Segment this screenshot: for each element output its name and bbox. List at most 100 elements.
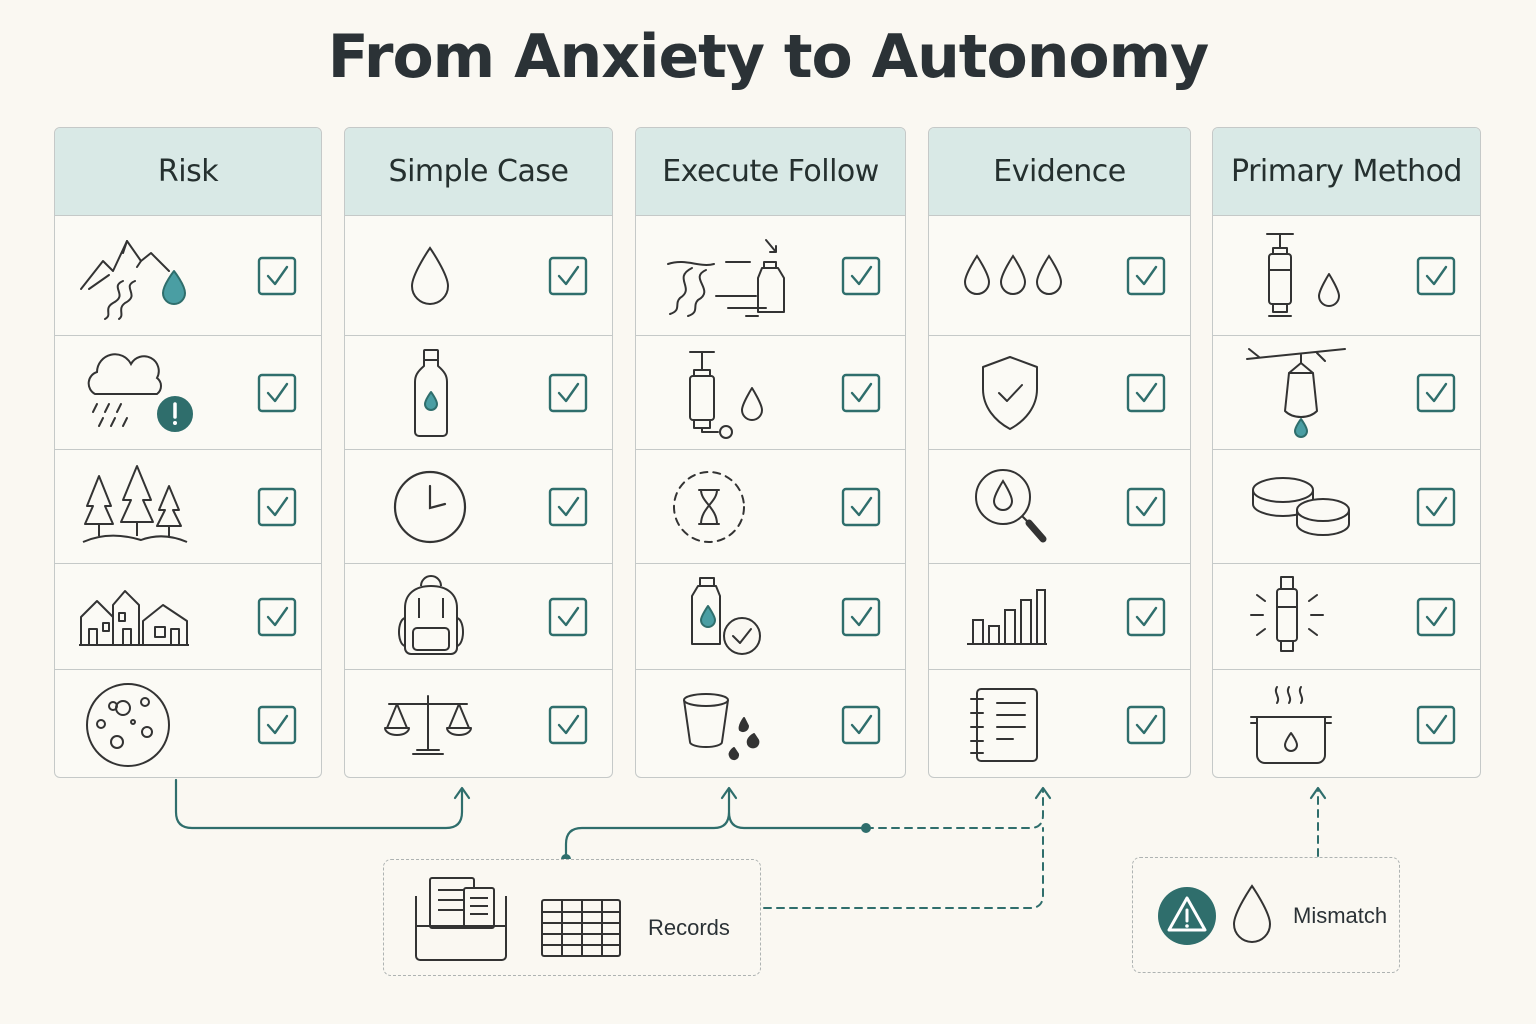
- checkbox-checked-icon[interactable]: [257, 705, 297, 745]
- bar-chart-icon: [967, 589, 1047, 645]
- pine-forest-icon: [82, 465, 188, 543]
- connector-node: [861, 823, 871, 833]
- table-row: [1213, 215, 1480, 336]
- notebook-icon: [970, 688, 1038, 762]
- checkbox-checked-icon[interactable]: [1126, 705, 1166, 745]
- checkbox-checked-icon[interactable]: [257, 256, 297, 296]
- records-label: Records: [648, 915, 730, 940]
- column-header-execute-follow: Execute Follow: [636, 128, 905, 216]
- arrowhead-primary-method: [1309, 786, 1327, 800]
- table-row: [345, 669, 612, 777]
- column-execute-follow: Execute Follow: [635, 127, 906, 778]
- column-risk: Risk: [54, 127, 322, 778]
- checkbox-checked-icon[interactable]: [548, 487, 588, 527]
- checkbox-checked-icon[interactable]: [257, 373, 297, 413]
- table-row: [1213, 449, 1480, 564]
- table-row: [345, 215, 612, 336]
- rain-cloud-warning-icon: [87, 353, 193, 432]
- checkbox-checked-icon[interactable]: [1416, 705, 1456, 745]
- checkbox-checked-icon[interactable]: [841, 705, 881, 745]
- hourglass-icon: [673, 471, 745, 543]
- purification-tablets-icon: [1252, 477, 1350, 536]
- magnifier-drop-icon: [975, 469, 1047, 543]
- table-row: [636, 669, 905, 777]
- village-houses-icon: [79, 590, 189, 646]
- microbes-dish-icon: [86, 683, 170, 767]
- checkbox-checked-icon[interactable]: [548, 705, 588, 745]
- table-row: [929, 449, 1190, 564]
- three-drops-icon: [963, 254, 1063, 295]
- shield-check-icon: [982, 356, 1038, 430]
- cup-splash-icon: [683, 693, 760, 761]
- table-row: [55, 563, 321, 670]
- table-row: [929, 563, 1190, 670]
- table-row: [345, 335, 612, 450]
- checkbox-checked-icon[interactable]: [1416, 256, 1456, 296]
- mismatch-annotation: Mismatch: [1132, 857, 1400, 973]
- uv-pen-icon: [1250, 576, 1324, 652]
- table-row: [55, 449, 321, 564]
- checkbox-checked-icon[interactable]: [841, 256, 881, 296]
- checkbox-checked-icon[interactable]: [841, 487, 881, 527]
- clock-icon: [393, 470, 467, 544]
- balance-scale-icon: [384, 695, 472, 755]
- water-drop-icon: [410, 246, 450, 305]
- mountains-river-drop-icon: [80, 240, 186, 320]
- table-row: [1213, 563, 1480, 670]
- table-row: [55, 669, 321, 777]
- table-row: [929, 669, 1190, 777]
- arrowhead-simple-case: [453, 786, 471, 800]
- table-row: [1213, 669, 1480, 777]
- page-title: From Anxiety to Autonomy: [327, 22, 1210, 92]
- checkbox-checked-icon[interactable]: [257, 597, 297, 637]
- checkbox-checked-icon[interactable]: [1416, 597, 1456, 637]
- checkbox-checked-icon[interactable]: [548, 373, 588, 413]
- column-primary-method: Primary Method: [1212, 127, 1481, 778]
- checkbox-checked-icon[interactable]: [1126, 487, 1166, 527]
- column-evidence: Evidence: [928, 127, 1191, 778]
- table-row: [636, 449, 905, 564]
- connector-records-to-evidence: [763, 827, 1044, 909]
- connector-records-to-execute: [564, 788, 868, 860]
- arrowhead-execute-follow: [720, 786, 738, 800]
- checkbox-checked-icon[interactable]: [548, 256, 588, 296]
- checkbox-checked-icon[interactable]: [548, 597, 588, 637]
- warning-icon: [1158, 887, 1216, 945]
- table-row: [345, 449, 612, 564]
- column-header-evidence: Evidence: [929, 128, 1190, 216]
- water-drop-icon: [1232, 884, 1272, 943]
- table-row: [55, 215, 321, 336]
- checkbox-checked-icon[interactable]: [1416, 373, 1456, 413]
- table-row: [929, 215, 1190, 336]
- records-annotation: Records: [383, 859, 761, 976]
- arrowhead-evidence: [1034, 786, 1052, 800]
- hand-pump-filter-icon: [689, 351, 763, 439]
- column-header-simple-case: Simple Case: [345, 128, 612, 216]
- checkbox-checked-icon[interactable]: [1126, 373, 1166, 413]
- table-row: [636, 563, 905, 670]
- checkbox-checked-icon[interactable]: [1126, 597, 1166, 637]
- bottle-verified-icon: [691, 577, 761, 655]
- table-row: [929, 335, 1190, 450]
- pump-filter-drop-icon: [1266, 233, 1340, 317]
- boiling-pot-icon: [1250, 686, 1332, 764]
- table-row: [636, 335, 905, 450]
- table-row: [345, 563, 612, 670]
- checkbox-checked-icon[interactable]: [1416, 487, 1456, 527]
- spreadsheet-icon: [541, 899, 621, 957]
- document-folder-icon: [415, 877, 507, 961]
- table-row: [1213, 335, 1480, 450]
- checkbox-checked-icon[interactable]: [1126, 256, 1166, 296]
- connector-risk-to-simple-case: [174, 778, 464, 830]
- connector-dashed-to-evidence: [865, 789, 1044, 829]
- column-simple-case: Simple Case: [344, 127, 613, 778]
- table-row: [55, 335, 321, 450]
- checkbox-checked-icon[interactable]: [841, 373, 881, 413]
- stream-to-bottle-icon: [667, 239, 785, 317]
- column-header-risk: Risk: [55, 128, 321, 216]
- checkbox-checked-icon[interactable]: [257, 487, 297, 527]
- checkbox-checked-icon[interactable]: [841, 597, 881, 637]
- water-bottle-icon: [414, 349, 448, 437]
- table-row: [636, 215, 905, 336]
